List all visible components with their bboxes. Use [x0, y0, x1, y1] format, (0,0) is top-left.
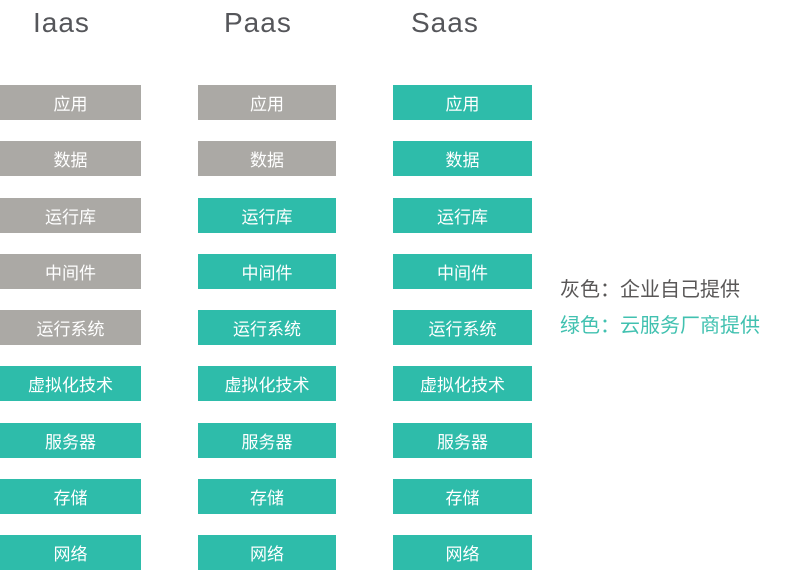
layer-cell: 虚拟化技术: [0, 366, 141, 402]
layer-cell: 中间件: [198, 253, 336, 289]
layer-cell: 中间件: [0, 253, 141, 289]
layer-cell: 运行系统: [0, 310, 141, 346]
layer-cell: 运行系统: [198, 310, 336, 346]
column-iaas-stack: 应用数据运行库中间件运行系统虚拟化技术服务器存储网络: [0, 85, 141, 571]
layer-cell: 运行库: [0, 197, 141, 233]
legend-green-line: 绿色：云服务厂商提供: [560, 315, 760, 337]
layer-cell: 数据: [393, 141, 532, 177]
column-header-iaas: Iaas: [33, 7, 90, 38]
layer-cell: 网络: [198, 535, 336, 571]
layer-cell: 服务器: [0, 422, 141, 458]
layer-cell: 存储: [393, 479, 532, 515]
layer-cell: 网络: [0, 535, 141, 571]
column-header-saas: Saas: [411, 7, 479, 38]
layer-cell: 应用: [198, 85, 336, 120]
column-paas-stack: 应用数据运行库中间件运行系统虚拟化技术服务器存储网络: [198, 85, 336, 571]
layer-cell: 网络: [393, 535, 532, 571]
layer-cell: 存储: [198, 479, 336, 515]
column-saas-stack: 应用数据运行库中间件运行系统虚拟化技术服务器存储网络: [393, 85, 532, 571]
layer-cell: 中间件: [393, 253, 532, 289]
layer-cell: 运行系统: [393, 310, 532, 346]
column-header-paas: Paas: [224, 7, 292, 38]
layer-cell: 应用: [393, 85, 532, 120]
layer-cell: 数据: [0, 141, 141, 177]
layer-cell: 虚拟化技术: [393, 366, 532, 402]
layer-cell: 运行库: [198, 197, 336, 233]
legend-gray-line: 灰色：企业自己提供: [560, 279, 740, 301]
layer-cell: 虚拟化技术: [198, 366, 336, 402]
layer-cell: 数据: [198, 141, 336, 177]
layer-cell: 应用: [0, 85, 141, 120]
layer-cell: 服务器: [198, 422, 336, 458]
layer-cell: 存储: [0, 479, 141, 515]
legend: 灰色：企业自己提供 绿色：云服务厂商提供: [560, 279, 760, 337]
layer-cell: 服务器: [393, 422, 532, 458]
layer-cell: 运行库: [393, 197, 532, 233]
